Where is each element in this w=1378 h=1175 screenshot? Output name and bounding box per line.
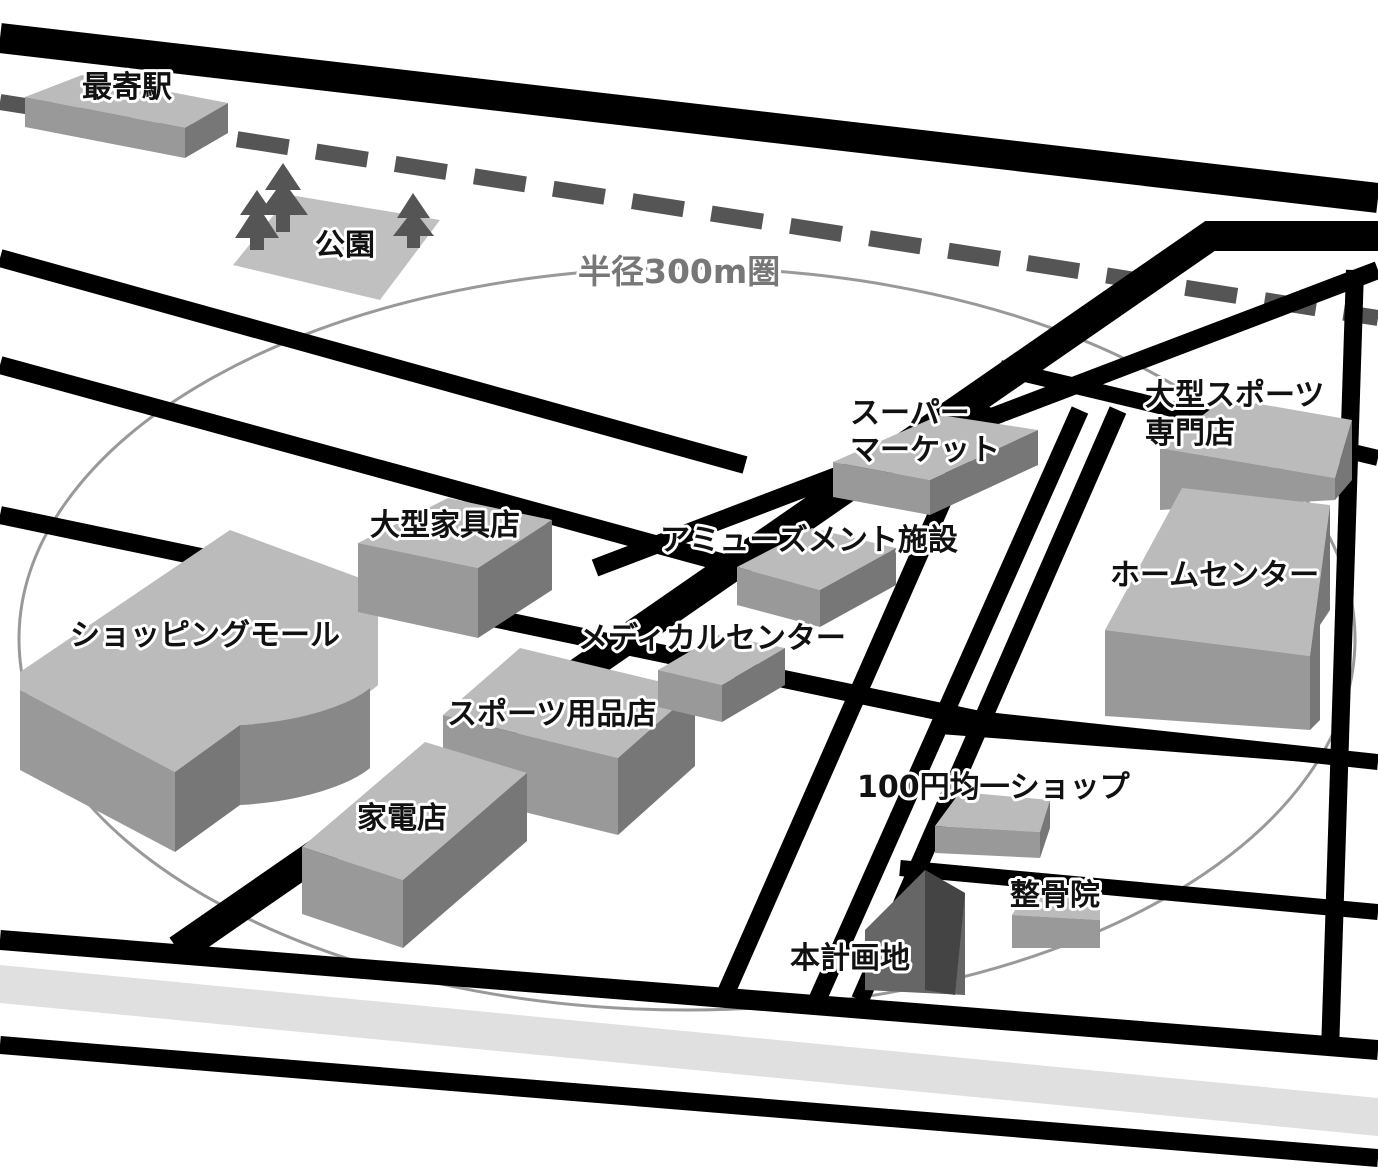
radius-label: 半径300m圏 <box>578 252 780 291</box>
medical-center-building <box>658 635 785 722</box>
supermarket-building <box>833 415 1038 515</box>
sidewalk-band <box>0 965 1378 1136</box>
furniture-store-building <box>358 498 552 638</box>
tree-icon <box>393 193 434 248</box>
station-label: 最寄駅 <box>82 70 172 105</box>
osteopathic-clinic-building <box>1012 888 1100 948</box>
road-bottom-thick <box>0 930 1378 1060</box>
sports-goods-store-label: スポーツ用品店 <box>447 697 656 732</box>
road-very-bottom <box>0 1036 1378 1167</box>
tree-icon <box>235 190 279 250</box>
road-east-d <box>939 722 1359 766</box>
electronics-store-label: 家電店 <box>357 801 447 836</box>
road-vertical-center <box>806 406 1089 1009</box>
station-building <box>25 75 228 158</box>
hundred-yen-shop-label: 100円均一ショップ <box>857 770 1131 805</box>
target-site-label[interactable]: 本計画地 <box>787 938 913 979</box>
furniture-store-label: 大型家具店 <box>370 508 520 543</box>
sports-specialty-label-line1: 大型スポーツ <box>1145 378 1324 413</box>
medical-center-label: メディカルセンター <box>578 621 846 656</box>
road-east-c <box>899 860 1378 920</box>
park-label: 公園 <box>315 228 375 263</box>
supermarket-label-line2: マーケット <box>850 433 1000 468</box>
hundred-yen-shop-building <box>935 792 1050 858</box>
supermarket-label-line1: スーパー <box>850 396 970 431</box>
road-top-thick <box>0 23 1378 213</box>
sports-goods-store-building <box>443 648 695 835</box>
home-center-label: ホームセンター <box>1110 558 1319 593</box>
park-area <box>233 163 440 300</box>
road-middle-diagonal <box>0 356 753 579</box>
amusement-facility-label: アミューズメント施設 <box>660 523 958 558</box>
home-center-building <box>1105 488 1330 730</box>
sports-specialty-label-line2: 専門店 <box>1145 416 1235 451</box>
amusement-facility-building <box>737 528 896 627</box>
road-upper-diagonal <box>0 249 748 474</box>
osteopathic-clinic-label: 整骨院 <box>1010 878 1100 913</box>
target-site-house[interactable] <box>865 870 965 995</box>
electronics-store-building <box>302 742 527 948</box>
shopping-mall-building <box>20 530 378 852</box>
radius-circle <box>17 266 1357 1012</box>
road-vertical-far-right <box>1321 269 1364 1053</box>
shopping-mall-label: ショッピングモール <box>70 618 340 653</box>
